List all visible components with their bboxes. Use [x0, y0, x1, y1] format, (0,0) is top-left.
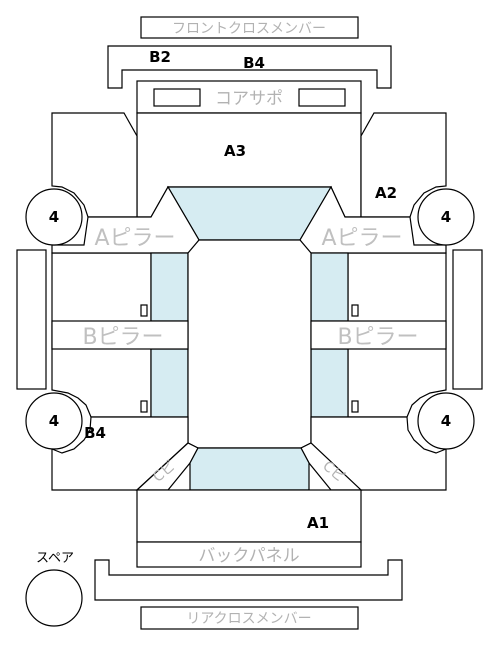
side-skirt-left[interactable] [16, 249, 47, 390]
back-panel-label: バックパネル [198, 546, 299, 566]
headlight-right[interactable] [298, 88, 346, 107]
zone-b2-label: B2 [149, 48, 171, 66]
rear-bumper[interactable] [94, 559, 403, 601]
wheel-front-left[interactable]: 4 [25, 188, 83, 246]
zone-a3-label: A3 [224, 142, 246, 160]
wheel-rear-left[interactable]: 4 [25, 392, 83, 450]
a-pillar-left-label: Aピラー [94, 226, 175, 251]
spare-label: スペア [36, 551, 74, 566]
door-handle-rear-left[interactable] [140, 400, 148, 413]
back-panel[interactable]: バックパネル [136, 541, 362, 568]
front-cross-member-label: フロントクロスメンバー [172, 21, 326, 37]
zone-a2-label: A2 [375, 184, 397, 202]
zone-a1-label: A1 [307, 514, 329, 532]
fender-front-right[interactable] [360, 112, 447, 218]
wheel-rear-right[interactable]: 4 [417, 392, 475, 450]
zone-b4-top-label: B4 [243, 54, 265, 72]
rear-cross-member-label: リアクロスメンバー [186, 611, 311, 627]
b-pillar-left-label: Bピラー [82, 325, 163, 350]
front-bumper[interactable] [107, 45, 392, 89]
side-window-rear-right[interactable] [310, 348, 349, 418]
headlight-left[interactable] [153, 88, 201, 107]
rear-window[interactable] [189, 447, 310, 491]
front-cross-member[interactable]: フロントクロスメンバー [140, 16, 359, 39]
core-support-label: コアサポ [215, 89, 283, 109]
wheel-rear-right-label: 4 [441, 412, 451, 430]
door-handle-front-left[interactable] [140, 304, 148, 317]
quarter-panel-right[interactable] [310, 416, 447, 491]
roof[interactable] [187, 239, 312, 449]
a-pillar-left[interactable]: Aピラー [51, 185, 200, 254]
side-window-front-left[interactable] [150, 252, 189, 322]
spare-tire[interactable] [25, 569, 83, 627]
wheel-front-left-label: 4 [49, 208, 59, 226]
a-pillar-right-label: Aピラー [321, 226, 402, 251]
core-support[interactable]: コアサポ [136, 80, 362, 114]
c-pillar-left[interactable]: Cピ [135, 442, 199, 491]
trunk[interactable] [136, 489, 362, 543]
quarter-panel-left[interactable] [51, 416, 189, 491]
b-pillar-right[interactable]: Bピラー [310, 320, 447, 350]
b-pillar-right-label: Bピラー [337, 325, 418, 350]
zone-b4-left-label: B4 [84, 424, 106, 442]
b-pillar-left[interactable]: Bピラー [51, 320, 189, 350]
rear-cross-member[interactable]: リアクロスメンバー [140, 606, 359, 630]
side-window-front-right[interactable] [310, 252, 349, 322]
door-handle-front-right[interactable] [351, 304, 359, 317]
side-window-rear-left[interactable] [150, 348, 189, 418]
wheel-front-right-label: 4 [441, 208, 451, 226]
wheel-front-right[interactable]: 4 [417, 188, 475, 246]
door-handle-rear-right[interactable] [351, 400, 359, 413]
side-skirt-right[interactable] [452, 249, 483, 390]
wheel-rear-left-label: 4 [49, 412, 59, 430]
fender-front-left[interactable] [51, 112, 138, 218]
